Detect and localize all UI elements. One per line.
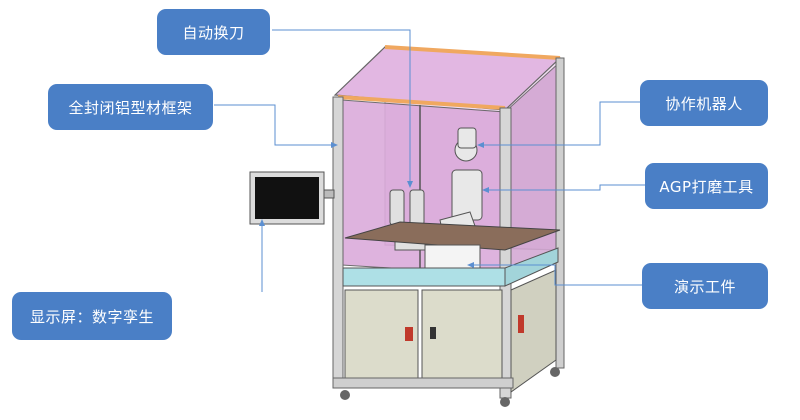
- label-demo-workpiece: 演示工件: [642, 263, 768, 309]
- leader-lines: [214, 29, 645, 292]
- cabinet-base: [332, 377, 514, 389]
- cabinet-trim: [342, 267, 506, 287]
- cabinet-side-trim: [504, 247, 559, 287]
- label-agp-tool: AGP打磨工具: [645, 163, 768, 209]
- frame-top-orange-edge: [337, 95, 506, 110]
- label-aluminum-frame: 全封闭铝型材框架: [48, 84, 213, 130]
- leader-arrows: [259, 142, 489, 268]
- display-screen-unit: [249, 171, 335, 225]
- label-auto-tool-change: 自动换刀: [157, 9, 270, 55]
- label-collab-robot: 协作机器人: [640, 80, 768, 126]
- label-display-screen: 显示屏：数字孪生: [12, 292, 172, 340]
- frame-post-back-right: [555, 57, 565, 369]
- cabinet-side: [510, 269, 557, 393]
- frame-post-left: [332, 96, 344, 388]
